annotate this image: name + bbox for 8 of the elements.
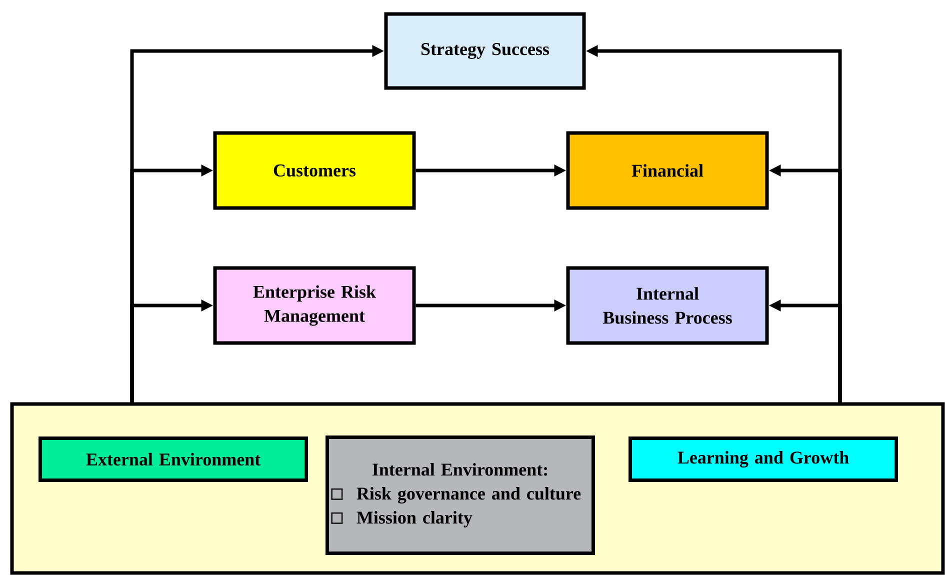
process-box: Financial (566, 131, 769, 210)
process-box: Strategy Success (384, 12, 586, 90)
process-box: Enterprise Risk Management (213, 266, 416, 345)
process-box: Internal Business Process (566, 266, 769, 345)
process-box: Customers (213, 131, 416, 210)
process-box: External Environment (38, 436, 308, 482)
list-box: Internal Environment: Risk governance and culture Mission clarity (326, 436, 595, 555)
process-box: Learning and Growth (628, 436, 898, 482)
